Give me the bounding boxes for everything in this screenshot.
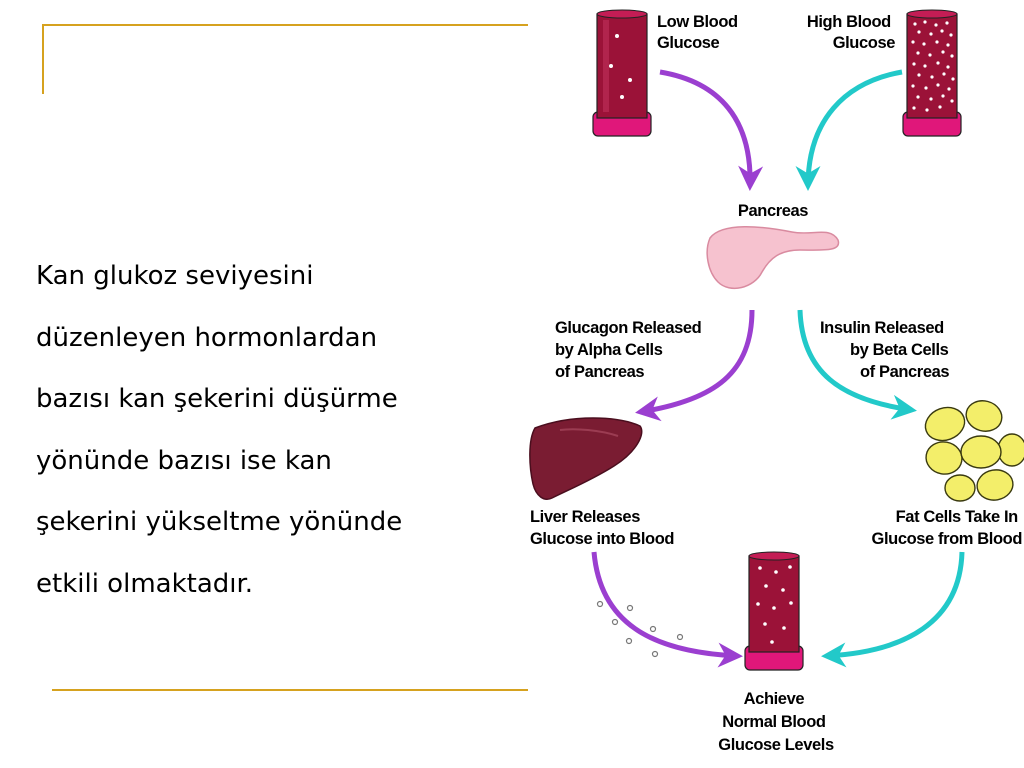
pancreas-label: Pancreas: [738, 202, 808, 220]
glucagon-label: Glucagon Released by Alpha Cells of Panc…: [555, 319, 706, 381]
high-to-pancreas-arrow: [808, 72, 902, 186]
fat-to-normal-arrow: [826, 552, 962, 656]
liver-to-normal-arrow: [594, 552, 738, 656]
insulin-label: Insulin Released by Beta Cells of Pancre…: [820, 319, 953, 381]
normal-glucose-label: Achieve Normal Blood Glucose Levels: [718, 690, 834, 754]
high-glucose-tube: [903, 10, 961, 136]
fat-cells-label: Fat Cells Take In Glucose from Blood: [872, 508, 1022, 548]
low-to-pancreas-arrow: [660, 72, 750, 186]
low-glucose-tube: [593, 10, 651, 136]
liver-label: Liver Releases Glucose into Blood: [530, 508, 674, 548]
fat-cells-illustration: [921, 397, 1024, 503]
pancreas-illustration: [707, 227, 838, 289]
high-glucose-label: High Blood Glucose: [807, 13, 895, 52]
normal-glucose-tube: [745, 552, 803, 670]
low-glucose-label: Low Blood Glucose: [657, 13, 742, 52]
